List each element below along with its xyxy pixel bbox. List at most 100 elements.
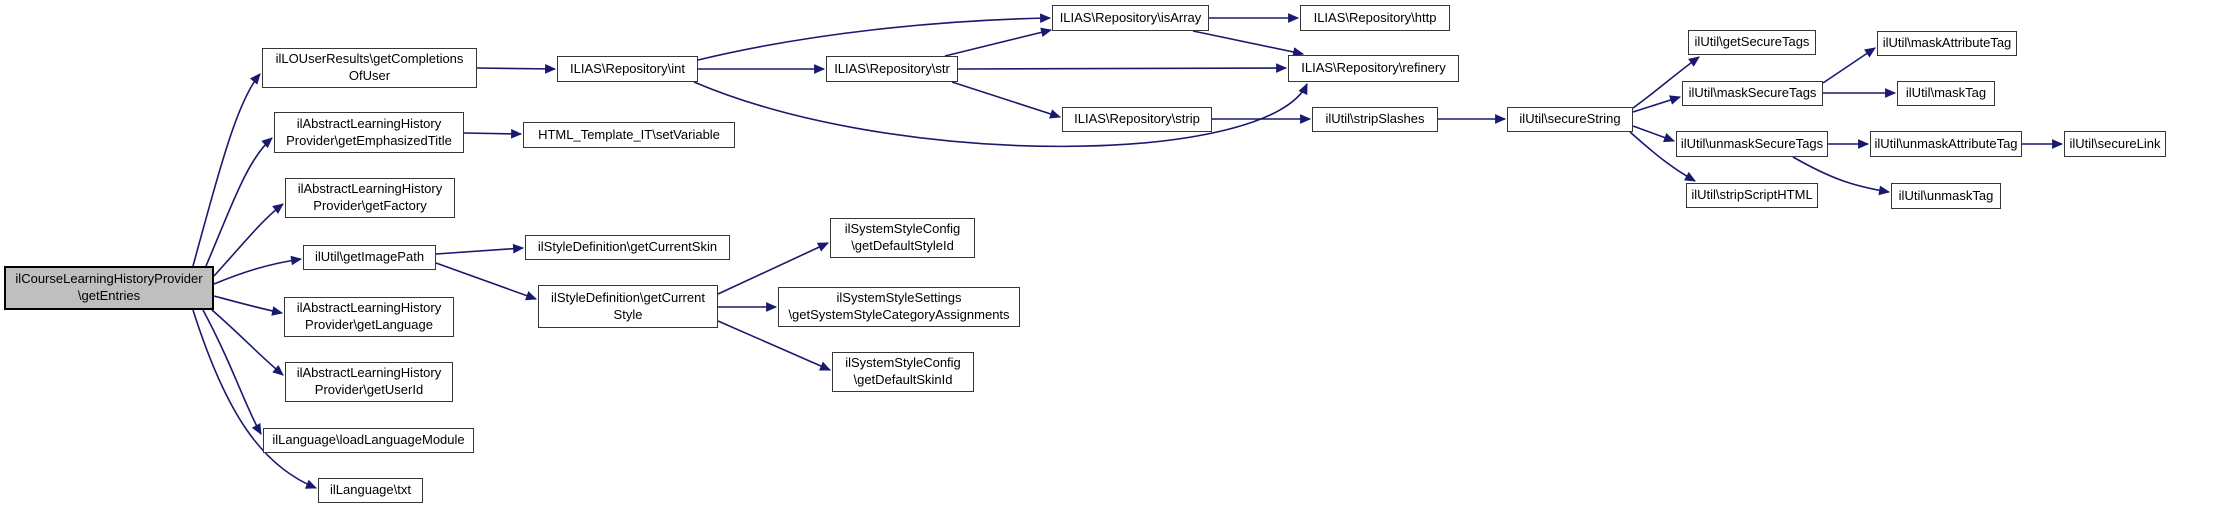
node-label-line: ILIAS\Repository\str [834,60,950,76]
edge-getImagePath-to-getCurrentStyle [435,262,538,301]
node-unmaskSecureTags[interactable]: ilUtil\unmaskSecureTags [1676,131,1828,157]
node-label-line: ilUtil\maskSecureTags [1688,85,1817,101]
edge-getEntries-to-getImagePath [213,255,303,285]
node-label-line: ILIAS\Repository\strip [1074,111,1200,127]
edge-maskSecureTags-to-maskAttributeTag [1822,47,1876,84]
node-label-line: \getDefaultStyleId [851,238,954,253]
node-label-line: ilAbstractLearningHistory [296,300,442,316]
edge-getCurrentStyle-to-getDefaultSkinId [717,320,832,371]
node-getCurrentSkin[interactable]: ilStyleDefinition\getCurrentSkin [525,235,730,260]
edge-getEntries-to-loadLanguageModule [202,309,262,435]
node-label-line: ILIAS\Repository\isArray [1059,9,1202,25]
edge-str-to-isArray [944,27,1053,57]
node-label-line: ILIAS\Repository\http [1313,9,1437,25]
node-stripScriptHTML[interactable]: ilUtil\stripScriptHTML [1686,183,1818,208]
node-http[interactable]: ILIAS\Repository\http [1300,5,1450,31]
edge-unmaskSecureTags-to-unmaskTag [1792,156,1891,196]
node-label-line: ilAbstractLearningHistory [297,181,443,197]
edge-str-to-strip [951,81,1062,119]
edge-getEntries-to-getLanguage [213,295,284,316]
edge-getEntries-to-getFactory [213,203,284,277]
node-strip[interactable]: ILIAS\Repository\strip [1062,107,1212,132]
node-label-line: ilLanguage\loadLanguageModule [272,432,465,448]
edge-getCompletionsOfUser-to-int [476,64,557,74]
node-getDefaultStyleId[interactable]: ilSystemStyleConfig\getDefaultStyleId [830,218,975,258]
edge-getImagePath-to-getCurrentSkin [435,243,525,255]
node-label-line: HTML_Template_IT\setVariable [538,126,720,142]
node-stripSlashes[interactable]: ilUtil\stripSlashes [1312,107,1438,132]
node-label-line: ilUtil\maskTag [1905,85,1987,101]
node-label-line: ilUtil\getImagePath [314,249,425,265]
node-getDefaultSkinId[interactable]: ilSystemStyleConfig\getDefaultSkinId [832,352,974,392]
edge-getEntries-to-getEmphasizedTitle [205,137,273,267]
node-secureString[interactable]: ilUtil\secureString [1507,107,1633,132]
node-getEntries[interactable]: ilCourseLearningHistoryProvider\getEntri… [4,266,214,310]
node-str[interactable]: ILIAS\Repository\str [826,56,958,82]
node-label-line: Provider\getFactory [313,198,427,213]
node-label-line: ilUtil\stripSlashes [1325,111,1425,127]
node-int[interactable]: ILIAS\Repository\int [557,56,698,82]
node-label-line: ilUtil\unmaskAttributeTag [1874,135,2018,151]
node-isArray[interactable]: ILIAS\Repository\isArray [1052,5,1209,31]
node-unmaskTag[interactable]: ilUtil\unmaskTag [1891,183,2001,209]
node-label-line: ilUtil\unmaskSecureTags [1680,135,1824,151]
node-txt[interactable]: ilLanguage\txt [318,478,423,503]
node-label-line: ilUtil\maskAttributeTag [1882,35,2012,51]
node-label-line: ILIAS\Repository\refinery [1301,60,1446,76]
node-getSecureTags[interactable]: ilUtil\getSecureTags [1688,30,1816,55]
node-label-line: ilStyleDefinition\getCurrentSkin [537,239,718,255]
node-label-line: ilUtil\stripScriptHTML [1691,187,1813,203]
node-label-line: ilSystemStyleConfig [845,355,961,371]
node-label-line: ilUtil\secureString [1519,111,1621,127]
node-setVariable[interactable]: HTML_Template_IT\setVariable [523,122,735,148]
node-label-line: ilAbstractLearningHistory [296,115,442,131]
node-label-line: ilUtil\unmaskTag [1898,187,1994,203]
node-label-line: \getEntries [77,288,141,303]
edge-int-to-isArray [697,13,1052,61]
node-maskTag[interactable]: ilUtil\maskTag [1897,81,1995,106]
node-label-line: ilLanguage\txt [330,482,411,498]
node-getImagePath[interactable]: ilUtil\getImagePath [303,245,436,270]
node-label-line: ilUtil\getSecureTags [1694,34,1810,50]
node-label-line: Provider\getEmphasizedTitle [286,132,452,148]
edge-getEntries-to-getUserId [211,309,284,376]
node-maskSecureTags[interactable]: ilUtil\maskSecureTags [1682,81,1823,106]
edge-secureString-to-getSecureTags [1632,56,1700,109]
node-label-line: ilAbstractLearningHistory [296,365,442,381]
node-secureLink[interactable]: ilUtil\secureLink [2064,131,2166,157]
node-label-line: ilLOUserResults\getCompletions [275,51,464,67]
edge-getEntries-to-txt [192,309,318,489]
node-label-line: Style [613,306,643,322]
node-label-line: ilSystemStyleSettings [836,290,962,306]
node-label-line: ILIAS\Repository\int [570,60,685,76]
edge-secureString-to-maskSecureTags [1632,95,1682,113]
edge-getEmphasizedTitle-to-setVariable [463,128,523,139]
edge-getEntries-to-getCompletionsOfUser [192,73,261,267]
edge-str-to-refinery [957,63,1288,73]
node-label-line: Provider\getLanguage [305,317,433,332]
node-label-line: ilStyleDefinition\getCurrent [551,289,705,305]
node-label-line: \getDefaultSkinId [853,372,953,387]
edge-getCurrentStyle-to-getDefaultStyleId [717,242,829,295]
edge-int-to-refinery [693,81,1308,148]
node-refinery[interactable]: ILIAS\Repository\refinery [1288,55,1459,82]
edge-isArray-to-refinery [1192,30,1305,57]
node-maskAttributeTag[interactable]: ilUtil\maskAttributeTag [1877,31,2017,56]
node-unmaskAttributeTag[interactable]: ilUtil\unmaskAttributeTag [1870,131,2022,157]
node-label-line: ilUtil\secureLink [2069,135,2161,151]
node-loadLanguageModule[interactable]: ilLanguage\loadLanguageModule [263,428,474,453]
node-label-line: \getSystemStyleCategoryAssignments [788,307,1010,322]
edge-secureString-to-stripScriptHTML [1629,131,1696,182]
node-label-line: ilSystemStyleConfig [844,221,961,237]
edge-secureString-to-unmaskSecureTags [1632,125,1676,143]
node-label-line: OfUser [348,68,391,83]
node-getSystemStyleCategoryAssignments[interactable]: ilSystemStyleSettings\getSystemStyleCate… [778,287,1020,327]
